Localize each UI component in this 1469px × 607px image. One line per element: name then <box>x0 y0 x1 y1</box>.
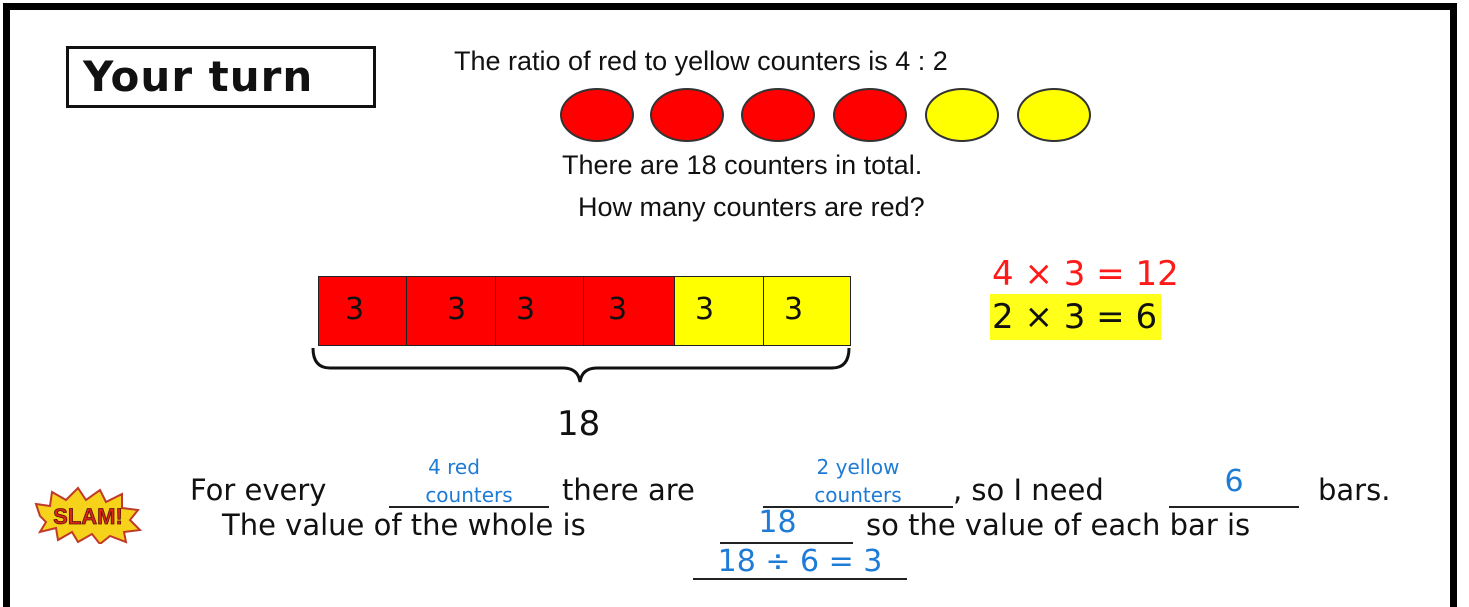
answer-3: 6 <box>1224 464 1244 499</box>
sentence-line1-part3: , so I need <box>953 473 1104 507</box>
bar-1-label: 3 <box>345 292 365 327</box>
ratio-question: The ratio of red to yellow counters is 4… <box>454 46 948 76</box>
answer-5: 18 ÷ 6 = 3 <box>717 544 883 579</box>
bar-2-label: 3 <box>447 292 467 327</box>
bar-3-label: 3 <box>516 292 536 327</box>
answer-1-bottom: counters <box>425 483 513 507</box>
your-turn-title: Your turn <box>66 46 376 108</box>
question-prompt: How many counters are red? <box>578 192 925 222</box>
yellow-equation: 2 × 3 = 6 <box>990 294 1162 340</box>
sentence-line2-part1: The value of the whole is <box>222 508 586 542</box>
counter-red-1 <box>560 88 634 142</box>
bar-4: 3 <box>583 276 676 346</box>
counter-yellow-1 <box>925 88 999 142</box>
blank-5 <box>693 578 907 580</box>
slam-icon: SLAM! <box>34 486 142 544</box>
total-statement: There are 18 counters in total. <box>562 150 923 180</box>
blank-4 <box>720 542 853 544</box>
counter-yellow-2 <box>1017 88 1091 142</box>
whole-value: 18 <box>557 404 601 444</box>
slide-frame <box>3 3 1457 607</box>
blank-3 <box>1169 506 1299 508</box>
sentence-line1-part2: there are <box>562 473 695 507</box>
counter-red-4 <box>833 88 907 142</box>
bar-5: 3 <box>674 276 765 346</box>
curly-brace-icon <box>311 347 851 383</box>
bar-6-label: 3 <box>784 292 804 327</box>
blank-1 <box>389 506 549 508</box>
red-equation: 4 × 3 = 12 <box>992 254 1179 294</box>
answer-2-bottom: counters <box>814 483 902 507</box>
answer-1-top: 4 red <box>428 455 480 479</box>
answer-2-top: 2 yellow <box>816 455 900 479</box>
sentence-line1-part4: bars. <box>1318 473 1391 507</box>
counter-red-3 <box>741 88 815 142</box>
counter-red-2 <box>650 88 724 142</box>
slam-text: SLAM! <box>53 504 123 529</box>
bar-4-label: 3 <box>608 292 628 327</box>
bar-5-label: 3 <box>695 292 715 327</box>
blank-2 <box>763 506 953 508</box>
sentence-line1-part1: For every <box>190 473 327 507</box>
bar-6: 3 <box>763 276 851 346</box>
bar-1: 3 <box>318 276 408 346</box>
sentence-line2-part2: so the value of each bar is <box>866 508 1251 542</box>
answer-4: 18 <box>758 505 797 540</box>
bar-2: 3 <box>406 276 497 346</box>
bar-3: 3 <box>495 276 585 346</box>
